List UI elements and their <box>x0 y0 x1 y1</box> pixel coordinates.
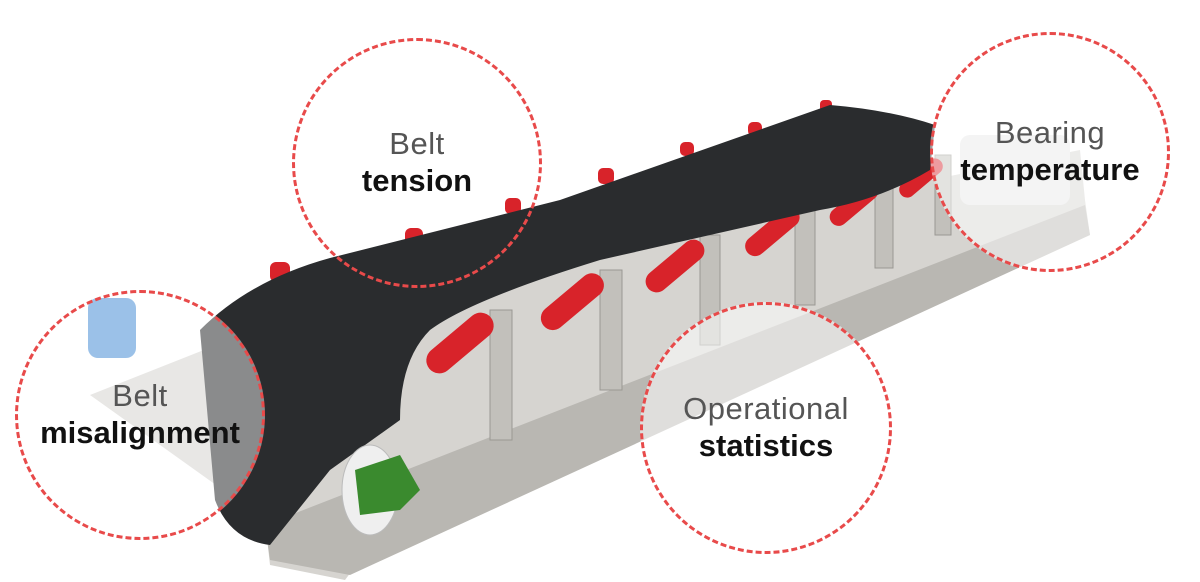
bearing-housing <box>355 455 420 515</box>
callout-operational-statistics: Operational statistics <box>640 302 892 554</box>
callout-label-bold: tension <box>361 163 473 198</box>
callout-label-bold: temperature <box>960 152 1140 187</box>
callout-label-light: Belt <box>389 126 445 161</box>
callout-label-bold: misalignment <box>40 415 240 450</box>
callout-belt-tension: Belt tension <box>292 38 542 288</box>
belt <box>200 105 935 545</box>
callout-label-bold: statistics <box>698 428 834 463</box>
callout-label-light: Bearing <box>994 115 1106 150</box>
callout-bearing-temperature: Bearing temperature <box>930 32 1170 272</box>
conveyor-frame <box>90 150 1090 580</box>
callout-label-light: Operational <box>683 391 849 426</box>
callout-belt-misalignment: Belt misalignment <box>15 290 265 540</box>
callout-label-light: Belt <box>112 378 168 413</box>
